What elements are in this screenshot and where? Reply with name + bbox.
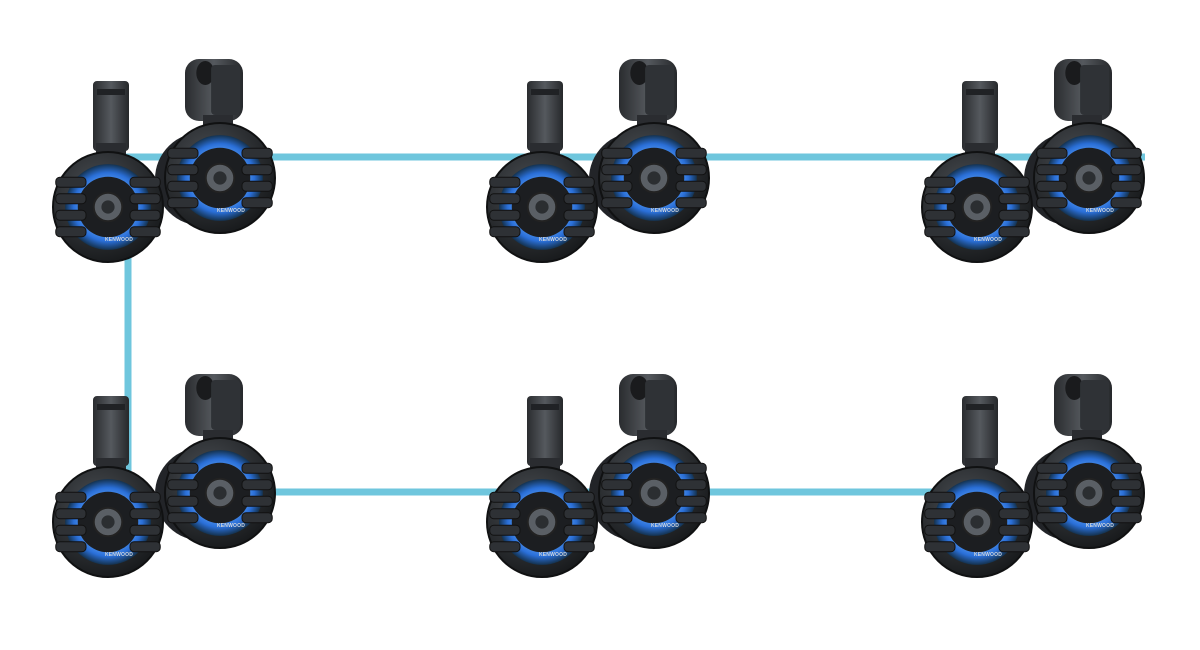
clamp-icon <box>619 374 677 436</box>
brand-label: KENWOOD <box>651 523 679 529</box>
rear-speaker-icon: KENWOOD <box>598 437 710 549</box>
speaker-pairs: KENWOODKENWOODKENWOODKENWOODKENWOODKENWO… <box>52 59 1145 578</box>
brand-label: KENWOOD <box>1086 208 1114 214</box>
clamp-icon <box>619 59 677 121</box>
speaker-pair-1: KENWOOD KENWOOD <box>52 59 276 263</box>
brand-label: KENWOOD <box>105 237 133 243</box>
speaker-pair-2: KENWOOD KENWOOD <box>486 59 710 263</box>
front-speaker-icon: KENWOOD <box>52 466 164 578</box>
clamp-icon <box>962 81 998 151</box>
clamp-icon <box>93 81 129 151</box>
front-speaker-icon: KENWOOD <box>486 151 598 263</box>
rear-speaker-icon: KENWOOD <box>1033 437 1145 549</box>
brand-label: KENWOOD <box>1086 523 1114 529</box>
rear-speaker-icon: KENWOOD <box>164 437 276 549</box>
rear-speaker-icon: KENWOOD <box>598 122 710 234</box>
speaker-pair-3: KENWOOD KENWOOD <box>921 59 1145 263</box>
brand-label: KENWOOD <box>539 237 567 243</box>
clamp-icon <box>962 396 998 466</box>
rear-speaker-icon: KENWOOD <box>1033 122 1145 234</box>
clamp-icon <box>185 59 243 121</box>
front-speaker-icon: KENWOOD <box>52 151 164 263</box>
brand-label: KENWOOD <box>105 552 133 558</box>
clamp-icon <box>1054 59 1112 121</box>
brand-label: KENWOOD <box>651 208 679 214</box>
speaker-pair-6: KENWOOD KENWOOD <box>921 374 1145 578</box>
clamp-icon <box>185 374 243 436</box>
brand-label: KENWOOD <box>539 552 567 558</box>
brand-label: KENWOOD <box>974 237 1002 243</box>
clamp-icon <box>527 81 563 151</box>
front-speaker-icon: KENWOOD <box>921 151 1033 263</box>
brand-label: KENWOOD <box>217 523 245 529</box>
clamp-icon <box>527 396 563 466</box>
clamp-icon <box>93 396 129 466</box>
brand-label: KENWOOD <box>974 552 1002 558</box>
speaker-pair-5: KENWOOD KENWOOD <box>486 374 710 578</box>
clamp-icon <box>1054 374 1112 436</box>
front-speaker-icon: KENWOOD <box>921 466 1033 578</box>
rear-speaker-icon: KENWOOD <box>164 122 276 234</box>
front-speaker-icon: KENWOOD <box>486 466 598 578</box>
brand-label: KENWOOD <box>217 208 245 214</box>
speaker-pair-4: KENWOOD KENWOOD <box>52 374 276 578</box>
